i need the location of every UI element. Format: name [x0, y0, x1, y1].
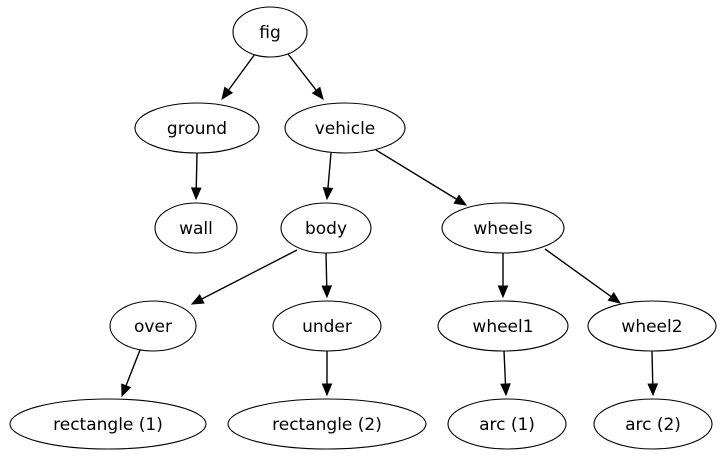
arrowhead-icon — [311, 86, 324, 101]
arrowhead-icon — [190, 293, 205, 305]
edge-line — [227, 53, 256, 91]
node-arc1[interactable]: arc (1) — [447, 398, 567, 450]
edge-line — [325, 252, 328, 287]
edge-line — [327, 152, 332, 189]
node-shape[interactable] — [154, 202, 238, 254]
node-ground[interactable]: ground — [134, 102, 260, 154]
node-over[interactable]: over — [109, 300, 197, 352]
edge-vehicle-to-wheels — [375, 149, 468, 206]
node-label: wheel2 — [621, 317, 682, 337]
node-shape[interactable] — [441, 202, 565, 254]
node-shape[interactable] — [280, 202, 372, 254]
edge-vehicle-to-body — [322, 152, 334, 201]
arrowhead-icon — [647, 383, 659, 397]
arrowhead-icon — [322, 187, 334, 201]
node-label: body — [305, 219, 347, 239]
edge-line — [503, 350, 507, 385]
node-label: over — [134, 317, 172, 337]
node-rectangle1[interactable]: rectangle (1) — [9, 398, 207, 450]
node-shape[interactable] — [447, 398, 567, 450]
edge-fig-to-ground — [221, 53, 256, 101]
node-wall[interactable]: wall — [154, 202, 238, 254]
edge-ground-to-wall — [190, 152, 202, 201]
node-label: arc (2) — [625, 415, 681, 435]
node-shape[interactable] — [134, 102, 260, 154]
node-label: fig — [259, 23, 281, 43]
edge-wheel2-to-arc2 — [647, 350, 659, 397]
edge-over-to-rectangle1 — [121, 349, 141, 398]
arrowhead-icon — [190, 187, 202, 201]
edge-under-to-rectangle2 — [321, 351, 333, 397]
node-label: under — [302, 317, 352, 337]
edge-line — [375, 149, 457, 200]
edge-body-to-under — [321, 252, 333, 299]
node-fig[interactable]: fig — [232, 6, 308, 58]
node-label: wall — [179, 219, 213, 239]
edge-wheel1-to-arc1 — [500, 350, 511, 397]
edge-line — [195, 152, 198, 189]
node-wheel1[interactable]: wheel1 — [437, 300, 569, 352]
node-label: rectangle (1) — [53, 415, 163, 435]
arrowhead-icon — [321, 383, 333, 397]
node-arc2[interactable]: arc (2) — [593, 398, 713, 450]
node-label: vehicle — [315, 119, 376, 139]
arrowhead-icon — [321, 285, 333, 299]
node-shape[interactable] — [284, 102, 406, 154]
node-rectangle2[interactable]: rectangle (2) — [227, 398, 427, 450]
arrowhead-icon — [607, 291, 622, 304]
edge-line — [544, 248, 612, 298]
arrowhead-icon — [121, 383, 132, 398]
arrowhead-icon — [500, 383, 511, 397]
edge-line — [125, 349, 141, 387]
arrowhead-icon — [497, 285, 509, 299]
node-shape[interactable] — [272, 300, 382, 352]
node-vehicle[interactable]: vehicle — [284, 102, 406, 154]
edge-wheels-to-wheel2 — [544, 248, 622, 304]
edge-line — [287, 53, 317, 91]
edge-fig-to-vehicle — [287, 53, 324, 101]
node-shape[interactable] — [587, 300, 717, 352]
edge-line — [201, 249, 298, 300]
node-wheels[interactable]: wheels — [441, 202, 565, 254]
nodes-layer: fig ground vehicle wall body wheels over under w… — [9, 6, 717, 450]
node-label: wheels — [473, 219, 532, 239]
edge-body-to-over — [190, 249, 298, 305]
node-shape[interactable] — [109, 300, 197, 352]
arrowhead-icon — [221, 86, 234, 101]
node-shape[interactable] — [437, 300, 569, 352]
edge-wheels-to-wheel1 — [497, 253, 509, 299]
node-wheel2[interactable]: wheel2 — [587, 300, 717, 352]
node-shape[interactable] — [227, 398, 427, 450]
node-shape[interactable] — [9, 398, 207, 450]
node-under[interactable]: under — [272, 300, 382, 352]
node-shape[interactable] — [232, 6, 308, 58]
arrowhead-icon — [453, 194, 468, 206]
node-label: rectangle (2) — [272, 415, 382, 435]
node-label: arc (1) — [479, 415, 535, 435]
node-label: ground — [167, 119, 227, 139]
edge-line — [651, 350, 654, 385]
edges-layer — [121, 53, 659, 398]
node-shape[interactable] — [593, 398, 713, 450]
node-body[interactable]: body — [280, 202, 372, 254]
node-label: wheel1 — [472, 317, 533, 337]
